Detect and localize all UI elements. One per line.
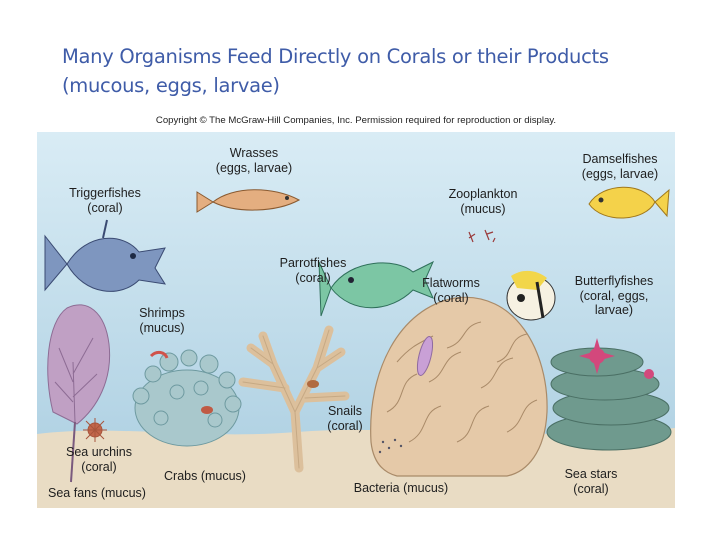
title-line-1: Many Organisms Feed Directly on Corals o… — [62, 45, 609, 68]
label-flatworms-name: Flatworms — [422, 276, 480, 290]
label-damselfishes-name: Damselfishes — [582, 152, 658, 166]
label-snails: Snails (coral) — [315, 404, 375, 433]
label-parrotfishes: Parrotfishes (coral) — [263, 256, 363, 285]
sea-star-large — [579, 338, 615, 374]
label-wrasses: Wrasses (eggs, larvae) — [199, 146, 309, 175]
label-butterflyfishes-food: (coral, eggs, — [579, 288, 649, 303]
label-butterflyfishes-food-2: larvae) — [594, 303, 634, 317]
label-snails-food: (coral) — [327, 418, 363, 433]
zooplankton — [468, 229, 496, 243]
brain-coral — [370, 296, 548, 477]
label-damselfishes-food: (eggs, larvae) — [581, 166, 659, 181]
label-snails-name: Snails — [327, 404, 363, 418]
copyright-strip — [37, 112, 675, 132]
shrimp — [149, 350, 169, 359]
copyright-notice: Copyright © The McGraw-Hill Companies, I… — [155, 115, 557, 126]
label-zooplankton: Zooplankton (mucus) — [431, 187, 535, 216]
label-shrimps-food: (mucus) — [139, 320, 185, 335]
label-butterflyfishes-name: Butterflyfishes — [574, 274, 654, 288]
label-wrasses-name: Wrasses — [229, 146, 279, 160]
finger-coral — [132, 349, 242, 447]
sea-star-small — [644, 369, 654, 379]
damselfish — [588, 186, 670, 219]
label-damselfishes: Damselfishes (eggs, larvae) — [565, 152, 675, 181]
reef-drawing — [37, 112, 675, 508]
label-flatworms: Flatworms (coral) — [409, 276, 493, 305]
label-bacteria: Bacteria (mucus) — [353, 481, 449, 495]
label-wrasses-food: (eggs, larvae) — [215, 160, 293, 175]
branching-coral — [238, 325, 350, 473]
snail — [307, 380, 319, 388]
crab — [201, 406, 213, 414]
sea-urchin — [83, 418, 107, 442]
wrasse — [196, 189, 301, 213]
parrotfish — [318, 260, 435, 317]
sea-fan — [47, 304, 111, 483]
label-sea-urchins: Sea urchins (coral) — [57, 445, 141, 474]
label-sea-stars-food: (coral) — [573, 481, 609, 496]
label-triggerfishes-food: (coral) — [87, 200, 123, 215]
butterflyfish — [506, 270, 556, 321]
label-flatworms-food: (coral) — [433, 290, 469, 305]
label-triggerfishes: Triggerfishes (coral) — [53, 186, 157, 215]
label-butterflyfishes: Butterflyfishes (coral, eggs, larvae) — [559, 274, 669, 318]
label-parrotfishes-name: Parrotfishes — [279, 256, 347, 270]
label-shrimps-name: Shrimps — [139, 306, 185, 320]
label-shrimps: Shrimps (mucus) — [129, 306, 195, 335]
triggerfish — [44, 219, 167, 292]
title-line-2: (mucous, eggs, larvae) — [62, 74, 280, 97]
label-sea-stars-name: Sea stars — [564, 467, 618, 481]
label-crabs: Crabs (mucus) — [164, 469, 246, 483]
slide-title: Many Organisms Feed Directly on Corals o… — [62, 42, 682, 100]
bacteria — [378, 438, 403, 454]
flatworm — [416, 336, 434, 376]
label-sea-urchins-name: Sea urchins — [65, 445, 132, 459]
reef-illustration: Copyright © The McGraw-Hill Companies, I… — [37, 112, 675, 508]
label-sea-stars: Sea stars (coral) — [549, 467, 633, 496]
label-triggerfishes-name: Triggerfishes — [69, 186, 141, 200]
plate-coral — [546, 347, 672, 451]
label-zooplankton-food: (mucus) — [460, 201, 506, 216]
label-zooplankton-name: Zooplankton — [448, 187, 518, 201]
label-sea-fans: Sea fans (mucus) — [48, 486, 146, 500]
label-parrotfishes-food: (coral) — [295, 270, 331, 285]
label-sea-urchins-food: (coral) — [81, 459, 117, 474]
